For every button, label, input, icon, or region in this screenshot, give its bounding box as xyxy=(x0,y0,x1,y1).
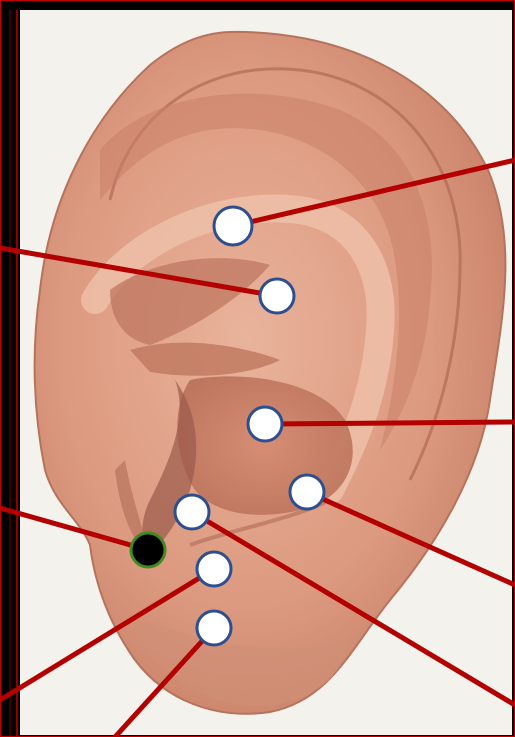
point-lobe-lower[interactable] xyxy=(197,611,231,645)
leader-line-concha-upper xyxy=(265,422,515,424)
point-lobe-upper[interactable] xyxy=(197,552,231,586)
point-concha-lower[interactable] xyxy=(290,475,324,509)
point-upper-hollow[interactable] xyxy=(214,207,252,245)
point-upper-fold[interactable] xyxy=(260,279,294,313)
point-antitragus[interactable] xyxy=(175,495,209,529)
point-intertragic-notch[interactable] xyxy=(131,533,165,567)
point-concha-upper[interactable] xyxy=(248,407,282,441)
